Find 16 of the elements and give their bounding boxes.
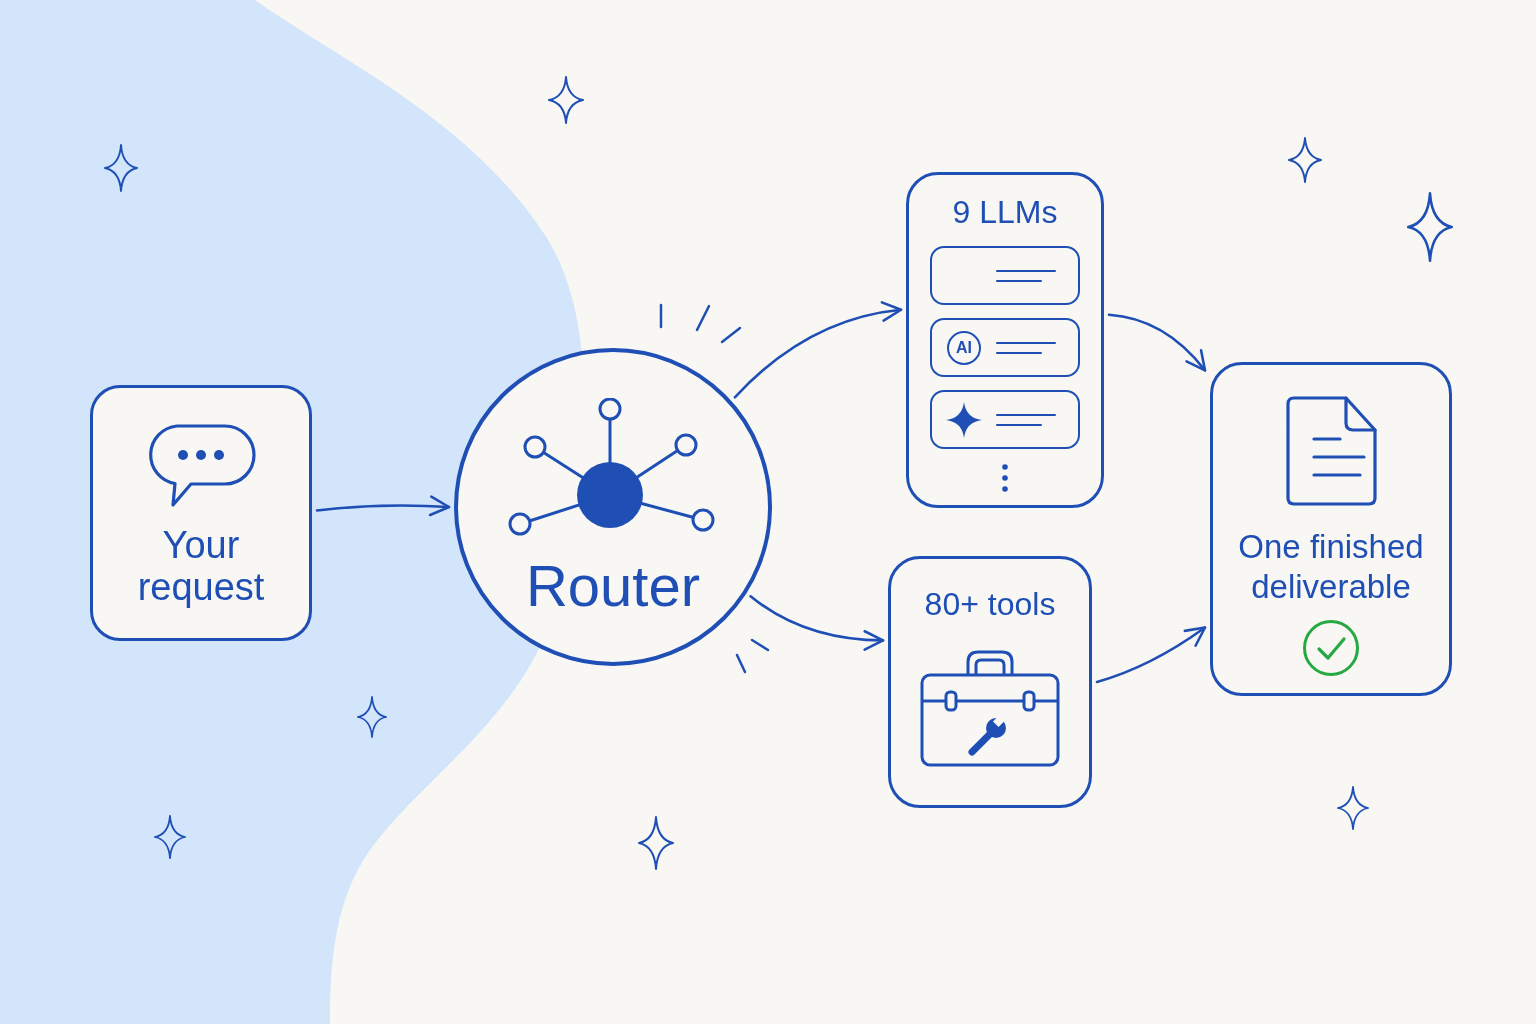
arrow — [315, 495, 451, 517]
tools-card — [888, 556, 1092, 808]
arrow — [733, 301, 903, 399]
arrow — [1107, 313, 1207, 372]
node-label: AI — [956, 338, 972, 357]
node-label: Router — [525, 554, 701, 618]
model-list-card — [906, 172, 1104, 508]
arrow — [749, 595, 885, 651]
deliverable-card — [1210, 362, 1452, 696]
node-label: Your request — [136, 524, 266, 608]
node-label: One finished deliverable — [1237, 527, 1425, 607]
model-badge — [947, 330, 981, 365]
node-label: 9 LLMs — [952, 193, 1058, 232]
request-card — [90, 385, 312, 641]
node-label: 80+ tools — [924, 585, 1056, 624]
arrow — [1095, 626, 1207, 684]
